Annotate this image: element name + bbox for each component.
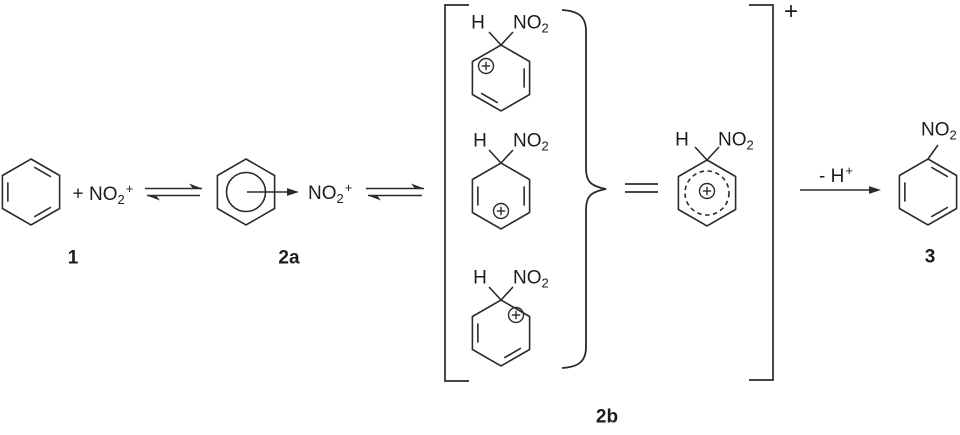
resonance-brace (561, 9, 607, 369)
plus-sign: + (72, 183, 84, 205)
no2-label-arenium-2: NO2 (513, 130, 549, 154)
plus-charge-icon (477, 57, 495, 75)
no2-label-arenium-3: NO2 (513, 267, 549, 291)
h-label-arenium-3: H (473, 267, 487, 289)
compound-label-2a: 2a (278, 247, 300, 269)
equilibrium-2 (366, 183, 425, 201)
structure-sigma-complex (677, 146, 737, 227)
h-label-sigma: H (675, 129, 689, 151)
plus-charge-icon (492, 202, 510, 220)
compound-label-2b: 2b (595, 406, 619, 428)
structure-benzene (1, 158, 61, 226)
compound-label-3: 3 (924, 246, 936, 268)
structure-nitrobenzene (898, 144, 958, 226)
structure-arenium-resonance-1 (471, 31, 531, 112)
plus-charge-icon (507, 306, 525, 324)
pi-donation-arrow (247, 188, 299, 196)
structure-arenium-resonance-3 (471, 286, 531, 367)
cation-charge-label: + (783, 0, 799, 25)
equilibrium-1 (145, 183, 203, 201)
deprotonation-arrow (800, 186, 881, 194)
compound-label-1: 1 (67, 247, 79, 269)
minus-h-label: - H+ (819, 163, 853, 187)
bracket-open (444, 4, 469, 382)
resonance-equals (625, 183, 658, 193)
nitronium-label-2a: NO2+ (308, 180, 353, 206)
nitronium-label-1: NO2+ (89, 181, 134, 207)
no2-label-arenium-1: NO2 (513, 12, 549, 36)
structure-arenium-resonance-2 (471, 149, 531, 230)
h-label-arenium-2: H (473, 130, 487, 152)
h-label-arenium-1: H (471, 12, 485, 34)
plus-charge-icon (698, 182, 716, 200)
no2-label-nitrobenzene: NO2 (921, 119, 957, 143)
no2-label-sigma: NO2 (718, 129, 754, 153)
bracket-close (749, 4, 774, 381)
